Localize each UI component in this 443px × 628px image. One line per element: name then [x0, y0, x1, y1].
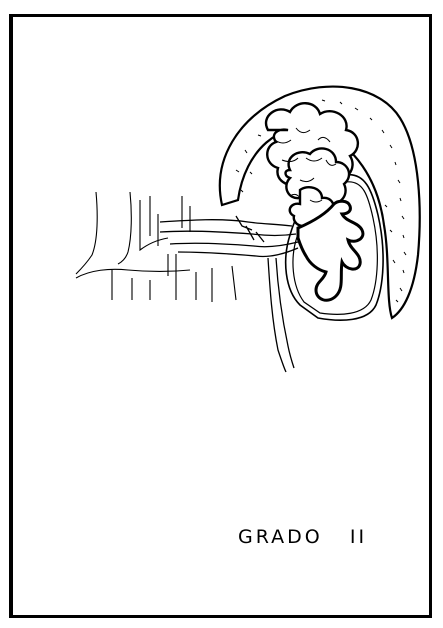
renal-vessels: [160, 216, 298, 257]
grade-caption: GRADO II: [238, 526, 398, 556]
ureter: [268, 258, 294, 372]
great-vessels: [76, 192, 236, 302]
